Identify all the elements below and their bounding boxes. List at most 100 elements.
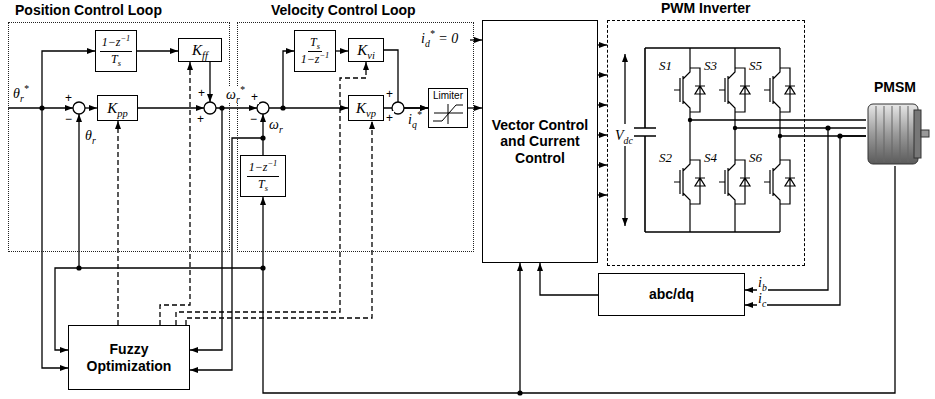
branch-dot: [837, 133, 842, 138]
motor-body: [868, 104, 918, 164]
signal-connector: [745, 136, 866, 305]
numerator: 1−z−1: [100, 36, 133, 51]
motor: PMSM: [866, 100, 924, 166]
switch-symbols: [674, 48, 795, 232]
switch-label: S3: [703, 58, 718, 74]
branch-dot: [688, 118, 692, 122]
limiter-block: Limiter: [428, 88, 468, 128]
switch-label: S1: [658, 58, 673, 74]
igbt-symbol: [674, 48, 690, 132]
signal-connector: [384, 107, 428, 108]
signal-label: θr: [84, 128, 97, 144]
signal-wire: [283, 51, 294, 108]
signal-connector: [336, 50, 348, 51]
branch-dot: [825, 125, 830, 130]
block-label: Kvp: [356, 100, 376, 117]
gain-block: Kvi: [348, 38, 384, 62]
group-heading: Position Control Loop: [15, 2, 162, 18]
diode-symbol: [780, 160, 795, 204]
signal-label: ωr: [268, 117, 284, 133]
dc-rail: [645, 48, 780, 232]
group-heading: PWM Inverter: [661, 0, 750, 16]
motor-fins: [876, 106, 908, 162]
signal-label: ib: [757, 275, 768, 291]
integrator-block: Ts1−z−1: [294, 30, 336, 72]
gate-wire: [598, 104, 607, 105]
signal-wire: [470, 39, 482, 40]
derivative-block: 1−z−1Ts: [240, 155, 286, 197]
signal-wire: [42, 51, 95, 108]
numerator: Ts: [308, 36, 322, 51]
signal-connector: [805, 119, 866, 120]
signal-wire: [85, 107, 97, 108]
motor-shaft: [921, 130, 929, 137]
limiter-curve: [433, 104, 463, 124]
tuning-connector: [176, 62, 366, 325]
igbt-symbol: [674, 132, 690, 232]
fuzzy-box: Fuzzy Optimization: [68, 325, 190, 390]
sign-label: +: [250, 90, 259, 104]
signal-label: Vdc: [614, 128, 634, 144]
signal-label: iq*: [407, 112, 423, 128]
branch-dot: [39, 105, 44, 110]
block-label: Kpp: [107, 100, 128, 117]
sign-label: +: [64, 91, 73, 105]
gain-block: Kvp: [348, 95, 384, 121]
summing-junction: [204, 102, 216, 114]
sign-label: −: [64, 112, 73, 126]
branch-dot: [517, 390, 522, 395]
signal-label: ωr*: [225, 87, 246, 103]
sign-label: +: [197, 86, 206, 100]
signal-label: ic: [757, 291, 767, 307]
branch-dot: [778, 134, 782, 138]
gate-wire: [598, 164, 607, 165]
gain-block: Kpp: [97, 95, 138, 121]
igbt-symbol: [764, 48, 780, 132]
signal-label: id* = 0: [420, 31, 459, 47]
phase-wire: [690, 119, 805, 120]
signal-connector: [598, 44, 607, 45]
signal-connector: [468, 107, 482, 108]
transform-box: abc/dq: [598, 273, 745, 316]
signal-connector: [384, 50, 428, 108]
block-label: Limiter: [433, 90, 463, 101]
loop-group: Velocity Control LoopTs1−z−1KviKvp1−z−1T…: [237, 22, 474, 252]
sign-label: +: [385, 111, 394, 125]
motor-illustration: [868, 104, 929, 164]
gate-wire: [598, 74, 607, 75]
signal-wire: [78, 114, 79, 268]
block-label: abc/dq: [649, 286, 694, 302]
branch-dot: [260, 135, 265, 140]
branch-dot: [219, 105, 224, 110]
diode-symbol: [735, 68, 750, 112]
motor-flange: [914, 110, 921, 158]
phase-wire: [735, 127, 866, 128]
tuning-connector: [160, 62, 190, 325]
gate-wire: [598, 134, 607, 135]
voltage-arrow: [624, 146, 625, 226]
signal-wire: [190, 108, 222, 350]
diode-symbol: [735, 160, 750, 204]
gate-wire: [598, 194, 607, 195]
inverter-group: PWM Inverter: [607, 20, 805, 266]
controller-box: Vector Control and Current Control: [482, 20, 598, 263]
signal-connector: [137, 50, 178, 51]
denominator: Ts: [258, 177, 268, 191]
sign-label: −: [249, 112, 258, 126]
switch-label: S6: [748, 150, 763, 166]
diode-symbol: [690, 68, 705, 112]
igbt-symbol: [764, 132, 780, 232]
diode-symbol: [690, 160, 705, 204]
branch-dot: [733, 126, 737, 130]
denominator: 1−z−1: [301, 52, 330, 66]
gain-block: Kff: [178, 38, 222, 62]
block-label: Vector Control and Current Control: [486, 117, 594, 165]
denominator: Ts: [111, 52, 121, 66]
branch-dot: [76, 265, 81, 270]
tuning-connector: [186, 121, 372, 325]
block-label: Fuzzy Optimization: [72, 341, 186, 373]
tuning-connector: [117, 121, 118, 325]
switch-label: S4: [703, 150, 718, 166]
signal-wire: [519, 263, 520, 393]
voltage-arrow: [624, 54, 625, 124]
